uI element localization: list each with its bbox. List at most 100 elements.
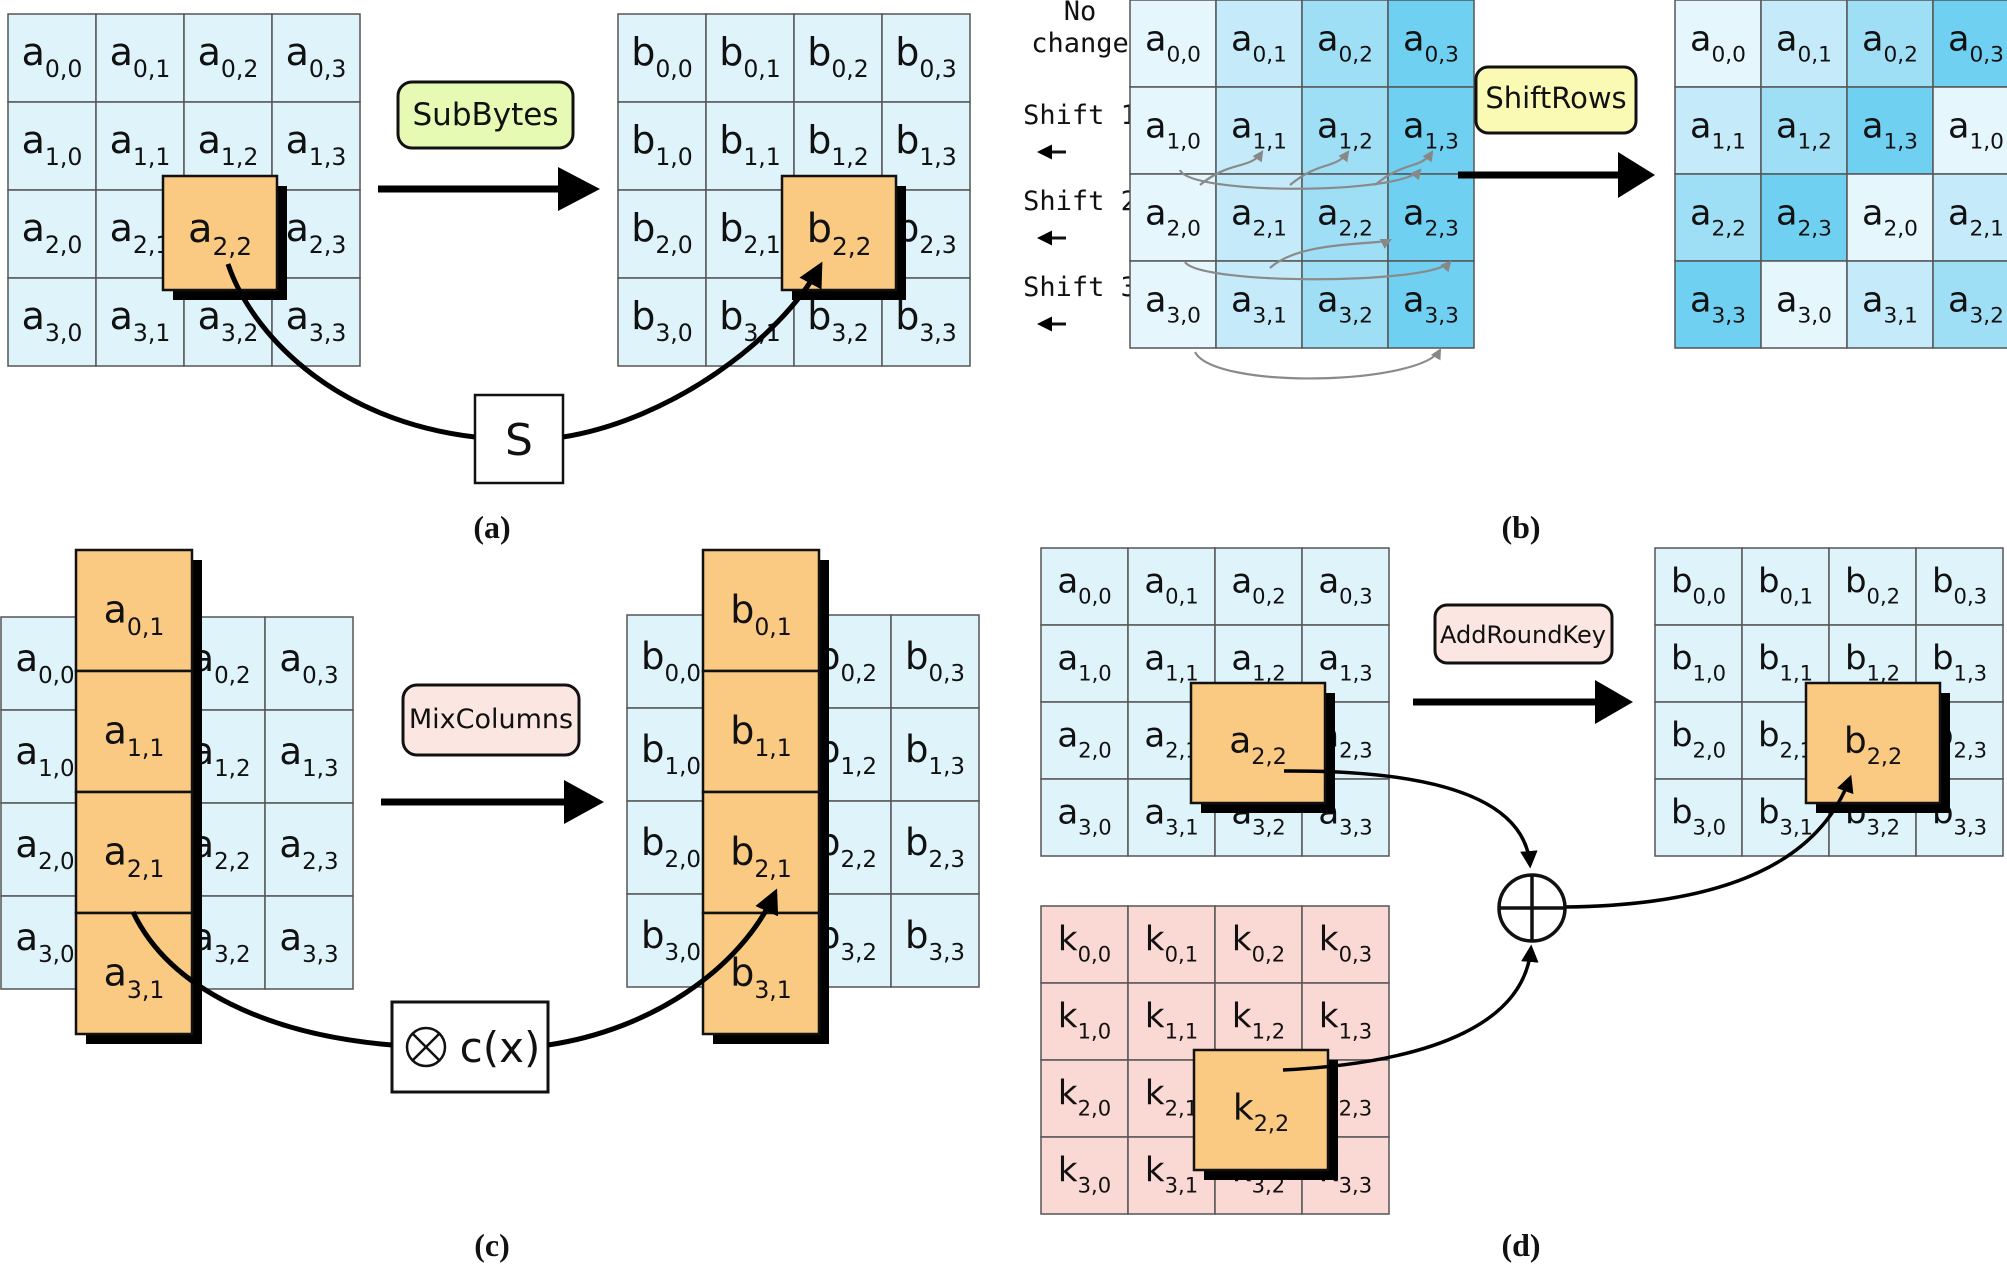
shiftrows-input-cell-label: a0,1 (1231, 19, 1287, 67)
caption-d: (d) (1501, 1227, 1540, 1263)
mixcolumns-op-label-box (401, 683, 581, 757)
shiftrows-wrap-arrow-icon (1269, 238, 1392, 269)
mixcolumns-arrow (381, 780, 604, 824)
addroundkey-key-highlight-label: k2,2 (1233, 1088, 1289, 1138)
mixcolumns-input-grid: a0,0a0,1a0,2a0,3a1,0a1,1a1,2a1,3a2,0a2,1… (0, 548, 354, 1044)
shiftrows-input-cell-label: a0,0 (1145, 19, 1201, 67)
addroundkey-key-cell-label: k3,0 (1058, 1151, 1111, 1198)
caption-b: (b) (1501, 509, 1540, 545)
addroundkey-key-highlight (1192, 1048, 1330, 1172)
mixcolumns-output-column-cell-label: b0,1 (730, 588, 792, 641)
subbytes-input-cell-label: a2,0 (22, 206, 83, 259)
addroundkey-output-cell-label: b1,2 (1845, 639, 1900, 686)
addroundkey-state-cell-label: a0,2 (1231, 562, 1285, 609)
shiftrows-input-cell-label: a1,1 (1231, 106, 1287, 154)
shiftrows-op-label: ShiftRows (1485, 81, 1626, 115)
mixcolumns-input-column-cell (74, 911, 194, 1036)
subbytes-input-cell-label: a3,2 (198, 294, 259, 347)
mixcolumns-output-column-cell-label: b1,1 (730, 709, 792, 762)
mixcolumns-input-cell-label: a3,0 (15, 916, 74, 968)
shiftrows-wrap-arrows (1178, 150, 1452, 380)
xor-to-output-curve (1565, 774, 1854, 909)
shiftrows-output-cell (1760, 0, 1848, 88)
mixcolumns-output-cell-label: b3,0 (641, 914, 701, 966)
mixcolumns-output-cell-label: b3,3 (905, 914, 965, 966)
mixcolumns-input-cell (264, 709, 354, 804)
subbytes-output-cell (705, 13, 795, 103)
mixcolumns-input-column-cell-label: a2,1 (104, 830, 165, 883)
shiftrows-output-cell-label: a0,3 (1948, 19, 2004, 67)
subbytes-input-cell (7, 277, 97, 367)
shiftrows-input-cell-label: a1,0 (1145, 106, 1201, 154)
subbytes-input-cell-label: a3,1 (110, 294, 171, 347)
addroundkey-state-cell (1040, 547, 1129, 626)
mixcolumns-output-cell (890, 614, 980, 709)
addroundkey-output-highlight-label: b2,2 (1844, 721, 1902, 771)
addroundkey-state-cell (1301, 547, 1390, 626)
addroundkey-key-cell-label: k3,1 (1145, 1151, 1198, 1198)
subbytes-input-cell-label: a2,3 (286, 206, 347, 259)
subbytes-input-cell-label: a1,2 (198, 118, 259, 171)
addroundkey-key-cell-label: k1,1 (1145, 997, 1198, 1044)
shiftrows-input-cell-label: a3,3 (1403, 280, 1459, 328)
addroundkey-key-cell-label: k0,2 (1232, 920, 1285, 967)
shiftrows-wrap-arrow-icon (1289, 150, 1350, 186)
mixcolumns-output-column-cell (701, 790, 821, 915)
mixcolumns-output-cell (890, 800, 980, 895)
mixcolumns-output-column-cell (701, 669, 821, 794)
cx-label: c(x) (460, 1023, 541, 1072)
mixcolumns-curve-out (547, 888, 779, 1048)
shiftrows-input-cell-label: a2,2 (1317, 193, 1373, 241)
mixcolumns-input-cell-label: a2,0 (15, 823, 74, 875)
addroundkey-state-cell-label: a3,1 (1144, 793, 1198, 840)
addroundkey-state-cell-label: a0,1 (1144, 562, 1198, 609)
addroundkey-key-cell-label: k1,2 (1232, 997, 1285, 1044)
mixcolumns-panel: a0,0a0,1a0,2a0,3a1,0a1,1a1,2a1,3a2,0a2,1… (0, 548, 980, 1263)
subbytes-op-label: SubBytes (413, 97, 559, 133)
addroundkey-key-cell (1214, 982, 1303, 1061)
addroundkey-key-cell (1214, 905, 1303, 984)
subbytes-arrow (378, 167, 600, 211)
subbytes-output-cell (617, 101, 707, 191)
mixcolumns-output-column-cell-label: b2,1 (730, 830, 792, 883)
mixcolumns-input-cell-label: a3,3 (279, 916, 338, 968)
shiftrows-output-cell (1674, 86, 1762, 175)
mixcolumns-input-cell-label: a2,3 (279, 823, 338, 875)
subbytes-input-cell-label: a1,1 (110, 118, 171, 171)
addroundkey-key-cell-label: k2,1 (1145, 1074, 1198, 1121)
shiftrows-input-cell (1387, 173, 1475, 262)
mixcolumns-output-cell (890, 893, 980, 988)
shiftrows-output-cell-label: a2,1 (1948, 193, 2004, 241)
mixcolumns-input-cell-label: a1,0 (15, 730, 74, 782)
subbytes-input-cell (271, 13, 361, 103)
subbytes-input-cell-label: a0,3 (286, 30, 347, 83)
addroundkey-state-cell-label: a0,0 (1057, 562, 1111, 609)
shiftrows-output-cell-label: a3,3 (1690, 280, 1746, 328)
subbytes-input-cell (7, 101, 97, 191)
shiftrows-input-cell-label: a3,2 (1317, 280, 1373, 328)
subbytes-output-cell (617, 277, 707, 367)
addroundkey-key-cell (1040, 1136, 1129, 1215)
addroundkey-output-cell-label: b1,3 (1932, 639, 1987, 686)
shiftrows-output-cell (1932, 86, 2007, 175)
xor-icon (1497, 873, 1567, 943)
addroundkey-output-cell-label: b2,0 (1671, 716, 1726, 763)
shiftrows-input-cell-label: a0,3 (1403, 19, 1459, 67)
addroundkey-state-cell-label: a0,3 (1318, 562, 1372, 609)
state-to-xor-curve (1283, 769, 1538, 869)
addroundkey-key-cell (1040, 1059, 1129, 1138)
subbytes-output-cell-label: b1,3 (895, 118, 957, 171)
subbytes-output-cell-label: b3,3 (895, 294, 957, 347)
shiftrows-input-cell (1301, 0, 1389, 88)
addroundkey-key-cell (1127, 905, 1216, 984)
addroundkey-state-cell-label: a1,0 (1057, 639, 1111, 686)
subbytes-input-cell (271, 101, 361, 191)
mixcolumns-output-grid: b0,0b0,1b0,2b0,3b1,0b1,1b1,2b1,3b2,0b2,1… (626, 548, 980, 1044)
subbytes-input-cell-label: a0,0 (22, 30, 83, 83)
shiftrows-output-cell-label: a1,3 (1862, 106, 1918, 154)
subbytes-input-highlight-label: a2,2 (188, 206, 252, 261)
addroundkey-state-highlight (1189, 681, 1327, 805)
